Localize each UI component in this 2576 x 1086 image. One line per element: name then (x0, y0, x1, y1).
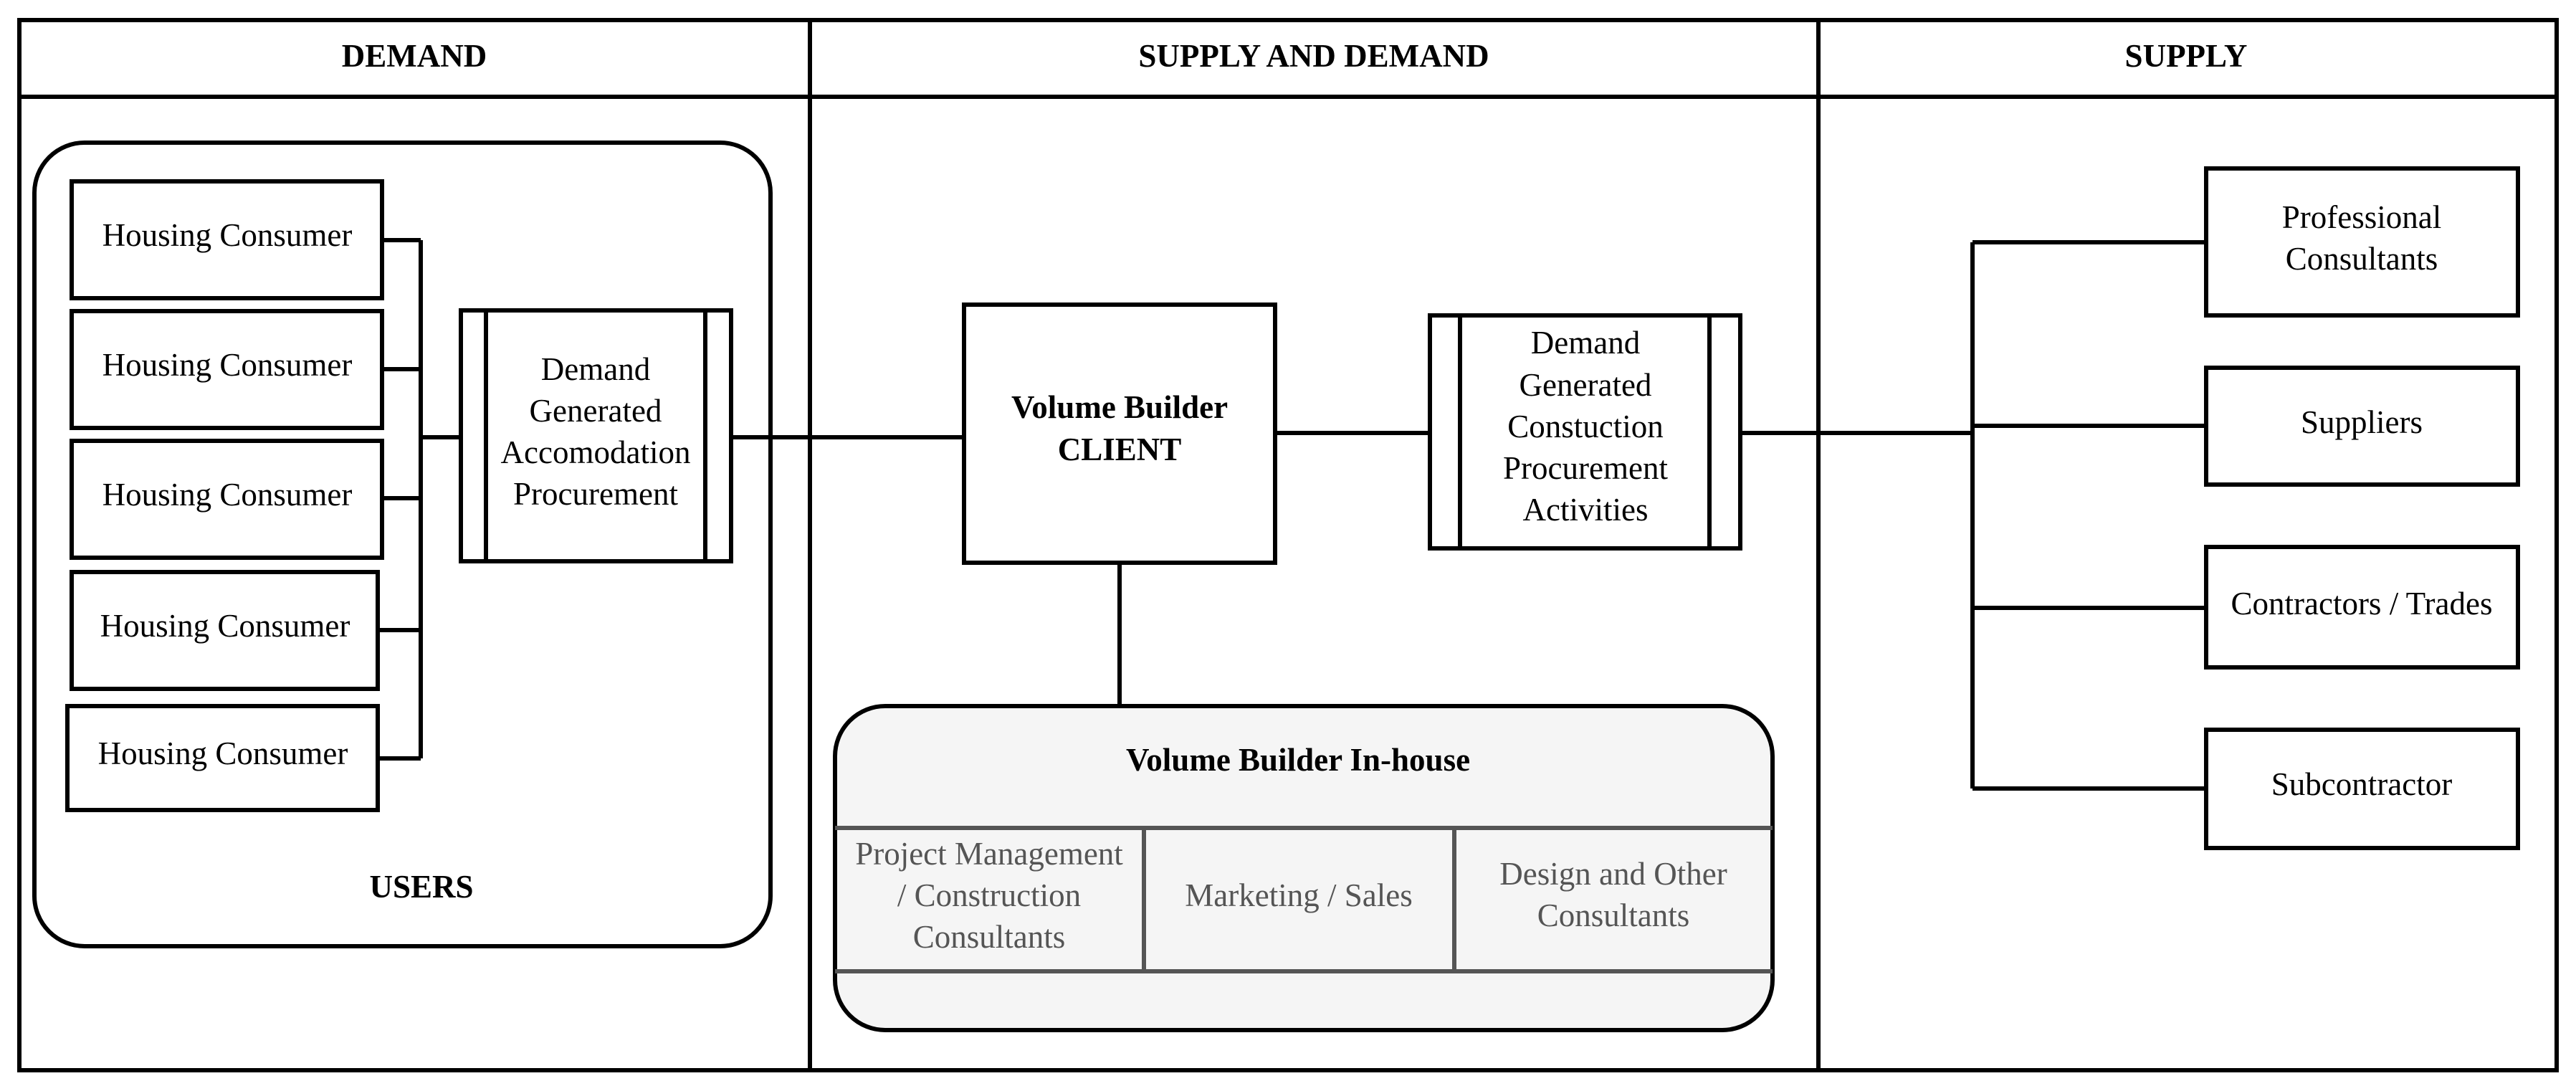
svg-text:Housing Consumer: Housing Consumer (98, 735, 348, 771)
svg-text:Housing Consumer: Housing Consumer (100, 608, 350, 644)
volume-builder-client: Volume Builder CLIENT (962, 303, 1277, 565)
svg-text:Demand: Demand (541, 351, 650, 387)
svg-text:/ Construction: / Construction (897, 877, 1081, 913)
header-supply: SUPPLY (2125, 38, 2248, 74)
svg-text:Accomodation: Accomodation (501, 434, 691, 470)
inhouse-title: Volume Builder In-house (1126, 742, 1470, 778)
volume-builder-inhouse: Volume Builder In-house Project Manageme… (833, 704, 1775, 1032)
supply-professional-consultants: Professional Consultants (1972, 166, 2520, 318)
svg-text:Marketing / Sales: Marketing / Sales (1185, 877, 1412, 913)
demand-construction-procurement: Demand Generated Constuction Procurement… (1428, 313, 1742, 551)
svg-text:CLIENT: CLIENT (1058, 432, 1182, 467)
users-label: USERS (369, 869, 473, 905)
housing-consumer-1: Housing Consumer (70, 179, 421, 300)
users-group: Housing Consumer Housing Consumer Housin… (32, 140, 773, 948)
header-demand: DEMAND (342, 38, 487, 74)
svg-text:Procurement: Procurement (513, 476, 678, 512)
housing-consumer-5: Housing Consumer (65, 704, 421, 812)
svg-text:Volume Builder: Volume Builder (1011, 389, 1228, 425)
housing-consumer-3: Housing Consumer (70, 439, 421, 560)
svg-text:Generated: Generated (530, 393, 662, 429)
demand-accommodation-procurement: Demand Generated Accomodation Procuremen… (459, 308, 733, 563)
svg-text:Consultants: Consultants (913, 919, 1066, 955)
diagram-frame (17, 18, 2559, 1072)
housing-consumer-2: Housing Consumer (70, 309, 421, 430)
svg-text:Contractors / Trades: Contractors / Trades (2231, 586, 2493, 621)
svg-text:Suppliers: Suppliers (2301, 404, 2423, 440)
header-supply-and-demand: SUPPLY AND DEMAND (1138, 38, 1489, 74)
svg-text:Activities: Activities (1523, 492, 1649, 528)
svg-text:Consultants: Consultants (2286, 241, 2438, 277)
inhouse-cell-marketing-sales: Marketing / Sales (1185, 877, 1412, 913)
supply-contractors-trades: Contractors / Trades (1972, 545, 2520, 670)
users-container (32, 140, 773, 948)
supply-suppliers: Suppliers (1972, 366, 2520, 487)
svg-text:Design and Other: Design and Other (1499, 856, 1727, 892)
svg-text:Housing Consumer: Housing Consumer (102, 477, 353, 513)
svg-text:Project Management: Project Management (855, 836, 1123, 872)
svg-text:Demand: Demand (1531, 325, 1640, 361)
svg-text:Housing Consumer: Housing Consumer (102, 347, 353, 383)
svg-text:Housing Consumer: Housing Consumer (102, 217, 353, 253)
inhouse-cell-project-management: Project Management / Construction Consul… (855, 836, 1123, 955)
svg-text:Generated: Generated (1520, 367, 1652, 403)
svg-text:Procurement: Procurement (1503, 450, 1668, 486)
svg-text:Subcontractor: Subcontractor (2271, 766, 2452, 802)
inhouse-cell-design-consultants: Design and Other Consultants (1499, 856, 1727, 933)
svg-text:Professional: Professional (2282, 199, 2441, 235)
svg-text:Constuction: Constuction (1507, 409, 1664, 444)
svg-text:Consultants: Consultants (1537, 897, 1690, 933)
supply-subcontractor: Subcontractor (1972, 728, 2520, 850)
housing-consumer-4: Housing Consumer (70, 570, 421, 691)
